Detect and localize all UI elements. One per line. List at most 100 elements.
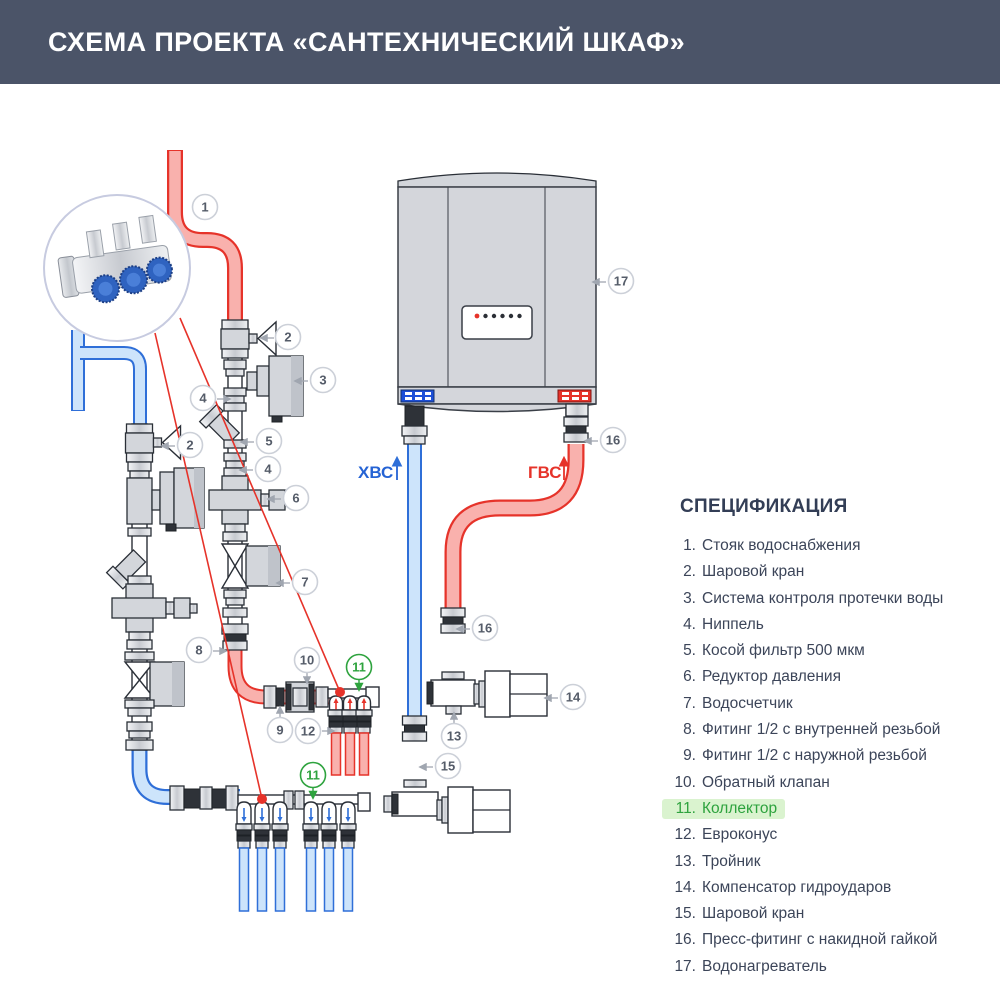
heater-cold-port: [400, 389, 435, 403]
gvs-connection-chain: [426, 403, 589, 718]
svg-text:12: 12: [301, 724, 315, 739]
cold-feed-pipe: [131, 744, 240, 805]
cold-manifold: [235, 790, 371, 912]
spec-item-9: 9.Фитинг 1/2 с наружной резьбой: [662, 746, 935, 766]
spec-item-6: 6. Редуктор давления: [662, 667, 849, 687]
gvs-hose: [444, 444, 585, 610]
svg-text:15: 15: [441, 759, 455, 774]
spec-item-5: 5. Косой фильтр 500 мкм: [662, 641, 873, 661]
spec-item-label: Система контроля протечки воды: [702, 589, 944, 607]
cold-line-fittings: [105, 423, 239, 811]
svg-text:16: 16: [606, 433, 620, 448]
svg-text:1: 1: [201, 200, 208, 215]
callout-15-valve: 15: [434, 752, 462, 780]
svg-text:9: 9: [276, 723, 283, 738]
spec-item-number: 8.: [683, 721, 696, 739]
callout-3-leak-control: 3: [309, 366, 337, 394]
callout-11-cold-manifold: 11: [299, 761, 327, 789]
callout-5-filter: 5: [255, 427, 283, 455]
ball-valve-cold: [124, 423, 182, 463]
spec-item-label: Шаровой кран: [702, 905, 805, 923]
heater-control-panel: [461, 305, 533, 340]
spec-item-number: 6.: [683, 668, 696, 686]
spec-item-label: Водосчетчик: [702, 694, 793, 712]
spec-item-label: Пресс-фитинг с накидной гайкой: [702, 931, 938, 949]
leader-dot-cold-manifold: [257, 794, 267, 804]
spec-item-8: 8. Фитинг 1/2 с внутренней резьбой: [662, 720, 948, 740]
callout-6-reducer: 6: [282, 484, 310, 512]
spec-item-label: Компенсатор гидроударов: [702, 878, 892, 896]
spec-item-number: 16.: [674, 931, 696, 949]
press-fitting-gvs-top: [563, 416, 589, 443]
spec-item-label: Косой фильтр 500 мкм: [702, 642, 865, 660]
callouts: 1 2 3 4 2 5 4 6 7 8 10 11 9 12 11 13 14 …: [176, 193, 635, 789]
water-meter-cold: [123, 661, 185, 707]
spec-item-number: 1.: [683, 537, 696, 554]
spec-item-number: 7.: [683, 694, 696, 712]
svg-text:14: 14: [566, 690, 581, 705]
inset-leader-lines: [154, 317, 345, 804]
svg-text:11: 11: [306, 768, 320, 783]
spec-item-12: 12. Евроконус: [662, 825, 785, 845]
callout-4-nipple-2: 4: [254, 455, 282, 483]
callout-13-tee: 13: [440, 722, 468, 750]
svg-text:5: 5: [265, 434, 272, 449]
compensator-hvs: [436, 786, 511, 834]
pressure-reducer-cold: [111, 583, 198, 633]
callout-1-riser: 1: [191, 193, 219, 221]
svg-text:4: 4: [199, 391, 207, 406]
press-fitting-hvs: [401, 715, 428, 742]
hvs-label: ХВС: [358, 463, 393, 482]
leader-dot-hot-manifold: [335, 687, 345, 697]
spec-item-label: Тройник: [702, 852, 761, 870]
water-heater: [397, 172, 597, 429]
spec-item-label: Ниппель: [702, 615, 764, 633]
svg-text:16: 16: [478, 621, 492, 636]
callout-8-fitting: 8: [185, 636, 213, 664]
spec-item-label: Редуктор давления: [702, 668, 841, 686]
spec-item-15: 15. Шаровой кран: [662, 904, 812, 924]
svg-text:2: 2: [284, 330, 291, 345]
spec-item-label: Обратный клапан: [702, 773, 830, 791]
callout-arrows: [160, 277, 606, 800]
spec-item-label: Водонагреватель: [702, 957, 827, 975]
spec-item-number: 9.: [683, 747, 696, 765]
spec-item-number: 5.: [683, 642, 696, 660]
svg-text:4: 4: [264, 462, 272, 477]
spec-item-number: 13.: [674, 852, 696, 870]
tee-hvs: [383, 791, 439, 817]
spec-item-10: 10. Обратный клапан: [662, 773, 838, 793]
spec-item-number: 3.: [683, 589, 696, 607]
heater-hot-port: [557, 389, 592, 403]
page-title: СХЕМА ПРОЕКТА «САНТЕХНИЧЕСКИЙ ШКАФ»: [48, 26, 686, 57]
gvs-label: ГВС: [528, 463, 562, 482]
spec-item-number: 12.: [674, 826, 696, 844]
spec-item-label: Фитинг 1/2 с внутренней резьбой: [702, 721, 941, 739]
callout-9-fitting: 9: [266, 716, 294, 744]
callout-14-compensator: 14: [559, 683, 587, 711]
compensator-gvs: [473, 670, 548, 718]
spec-item-label: Коллектор: [702, 799, 778, 817]
spec-item-number: 15.: [674, 905, 696, 923]
svg-text:7: 7: [301, 575, 308, 590]
heater-leg-left: [404, 405, 425, 429]
callout-4-nipple: 4: [189, 384, 217, 412]
spec-item-11-highlighted: 11. Коллектор: [662, 798, 786, 819]
collector-photo-illustration: [57, 214, 173, 304]
leak-control-module-hot: [246, 355, 304, 423]
spec-item-number: 10.: [674, 773, 696, 791]
spec-item-14: 14. Компенсатор гидроударов: [662, 878, 899, 898]
flow-labels: ХВС ГВС: [358, 455, 570, 482]
spec-item-number: 14.: [674, 878, 696, 896]
spec-item-number: 4.: [683, 615, 696, 633]
leak-control-module-cold: [126, 467, 205, 532]
svg-text:6: 6: [292, 491, 299, 506]
callout-7-meter: 7: [291, 568, 319, 596]
spec-item-label: Евроконус: [702, 826, 778, 844]
spec-item-number: 11.: [675, 799, 696, 817]
hvs-connection-chain: [383, 425, 511, 834]
spec-item-label: Стояк водоснабжения: [702, 537, 861, 554]
spec-item-16: 16. Пресс-фитинг с накидной гайкой: [662, 930, 945, 950]
